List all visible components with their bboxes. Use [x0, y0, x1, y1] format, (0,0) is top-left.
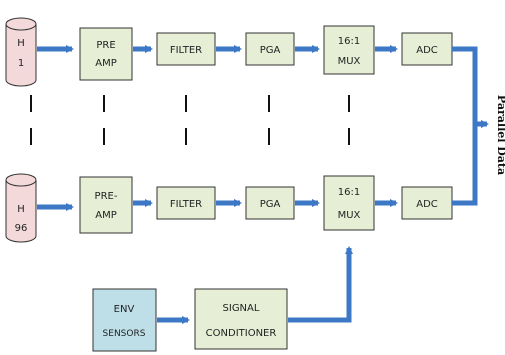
- row-1: H 1 PRE AMP FILTER PGA 16:1 MUX: [5, 17, 453, 87]
- adc-96-box: ADC: [401, 186, 453, 220]
- mux-1-line1: 16:1: [338, 36, 360, 47]
- filter-1-box: FILTER: [156, 32, 216, 66]
- arrow-conditioner-mux: [288, 246, 353, 323]
- hydrophone-1-label-top: H: [17, 38, 25, 49]
- hydrophone-1-label-bottom: 1: [18, 58, 24, 69]
- filter-1-label: FILTER: [170, 45, 202, 56]
- signal-conditioner-line2: CONDITIONER: [206, 328, 277, 339]
- env-sensors-line2: SENSORS: [103, 329, 146, 339]
- hydrophone-96: H 96: [5, 173, 37, 243]
- hydrophone-1: H 1: [5, 17, 37, 87]
- ellipsis-dashes: [30, 95, 350, 145]
- filter-96-label: FILTER: [170, 199, 202, 210]
- mux-1-box: 16:1 MUX: [323, 25, 375, 75]
- pga-96-label: PGA: [260, 199, 281, 210]
- pga-96-box: PGA: [245, 186, 295, 220]
- adc-1-box: ADC: [401, 32, 453, 66]
- parallel-data-label: Parallel Data: [495, 95, 505, 175]
- pga-1-label: PGA: [260, 45, 281, 56]
- row-96: H 96 PRE- AMP FILTER PGA 16:1 MUX: [5, 173, 453, 243]
- adc-1-label: ADC: [416, 45, 438, 56]
- hydrophone-96-label-bottom: 96: [15, 223, 28, 234]
- mux-96-line2: MUX: [338, 210, 361, 221]
- preamp-1-line2: AMP: [95, 58, 117, 69]
- mux-1-line2: MUX: [338, 56, 361, 67]
- pga-1-box: PGA: [245, 32, 295, 66]
- preamp-96-box: PRE- AMP: [79, 176, 133, 234]
- signal-conditioner-box: SIGNAL CONDITIONER: [194, 288, 288, 350]
- env-sensors-box: ENV SENSORS: [92, 288, 157, 352]
- mux-96-box: 16:1 MUX: [323, 175, 375, 231]
- filter-96-box: FILTER: [156, 186, 216, 220]
- hydrophone-96-label-top: H: [17, 204, 25, 215]
- signal-conditioner-line1: SIGNAL: [223, 303, 260, 314]
- mux-96-line1: 16:1: [338, 187, 360, 198]
- preamp-96-line1: PRE-: [95, 191, 118, 202]
- preamp-1-line1: PRE: [96, 40, 115, 51]
- preamp-96-line2: AMP: [95, 210, 117, 221]
- preamp-1-box: PRE AMP: [79, 27, 133, 81]
- adc-96-label: ADC: [416, 199, 438, 210]
- env-sensors-line1: ENV: [114, 304, 135, 315]
- output-bus: [452, 46, 489, 206]
